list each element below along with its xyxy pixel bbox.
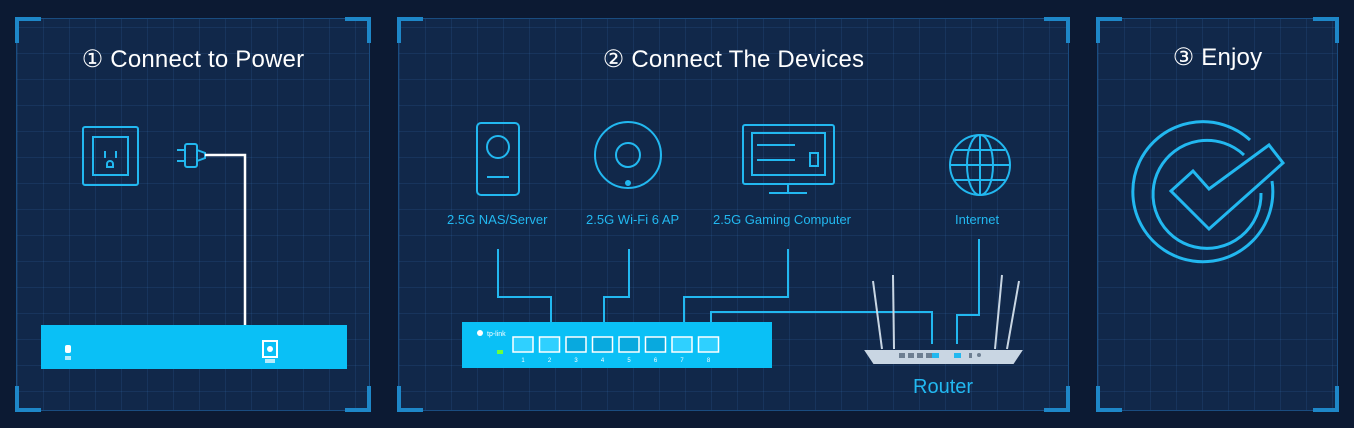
devices-diagram: tp-link 1 2 3 4 5 6 7 8 bbox=[462, 121, 1023, 368]
router-icon bbox=[864, 274, 1023, 364]
switch-port-number: 2 bbox=[548, 358, 552, 364]
panel-corner bbox=[15, 386, 41, 412]
panel-connect-power: ① Connect to Power bbox=[15, 17, 371, 412]
switch-port-6 bbox=[644, 336, 667, 353]
step-3-title: ③ Enjoy bbox=[1172, 44, 1263, 71]
switch-port-5 bbox=[618, 336, 640, 353]
step-2-title: ② Connect The Devices bbox=[602, 46, 865, 73]
panel-corner bbox=[397, 17, 423, 43]
panel-corner bbox=[345, 17, 371, 43]
switch-port-number: 6 bbox=[654, 358, 658, 364]
switch-port-number: 3 bbox=[574, 358, 578, 364]
panel-corner bbox=[1044, 17, 1070, 43]
panel-corner bbox=[1096, 17, 1122, 43]
switch-port-4 bbox=[591, 336, 614, 353]
checkmark-icon bbox=[1131, 120, 1286, 264]
panel-corner bbox=[15, 17, 41, 43]
switch-brand-logo: tp-link bbox=[487, 331, 506, 338]
panel-connect-devices: ② Connect The Devices 2.5G NAS/Server 2.… bbox=[397, 17, 1070, 412]
panel-corner bbox=[397, 386, 423, 412]
panel-enjoy: ③ Enjoy bbox=[1096, 17, 1339, 412]
globe-icon bbox=[949, 134, 1011, 196]
switch-port-1 bbox=[512, 336, 534, 353]
switch-port-number: 4 bbox=[601, 358, 605, 364]
switch-port-number: 7 bbox=[680, 358, 684, 364]
power-diagram bbox=[41, 126, 347, 369]
device-label-internet: Internet bbox=[955, 212, 1000, 227]
wifi-ap-icon bbox=[594, 121, 662, 189]
device-label-nas: 2.5G NAS/Server bbox=[447, 212, 548, 227]
step-1-title: ① Connect to Power bbox=[81, 46, 305, 73]
panel-corner bbox=[1044, 386, 1070, 412]
panel-corner bbox=[345, 386, 371, 412]
panel-corner bbox=[1313, 386, 1339, 412]
switch-rear bbox=[41, 325, 347, 369]
switch-port-number: 8 bbox=[707, 358, 711, 364]
nas-server-icon bbox=[476, 122, 520, 196]
switch-port-8 bbox=[697, 336, 720, 353]
router-ports bbox=[899, 353, 981, 358]
power-port bbox=[262, 340, 278, 358]
switch-port-number: 5 bbox=[627, 358, 631, 364]
device-label-ap: 2.5G Wi-Fi 6 AP bbox=[586, 212, 680, 227]
enjoy-diagram bbox=[1131, 120, 1286, 264]
power-outlet-icon bbox=[82, 126, 139, 186]
switch-front: tp-link 1 2 3 4 5 6 7 8 bbox=[462, 322, 772, 368]
panel-corner bbox=[1096, 386, 1122, 412]
device-label-computer: 2.5G Gaming Computer bbox=[713, 212, 852, 227]
computer-icon bbox=[742, 124, 835, 194]
switch-port-3 bbox=[565, 336, 587, 353]
router-label: Router bbox=[913, 376, 974, 398]
power-cable bbox=[205, 153, 263, 351]
switch-port-7 bbox=[671, 336, 693, 353]
panel-corner bbox=[1313, 17, 1339, 43]
switch-port-2 bbox=[538, 336, 561, 353]
power-plug-icon bbox=[177, 143, 206, 168]
switch-port-number: 1 bbox=[521, 358, 525, 364]
